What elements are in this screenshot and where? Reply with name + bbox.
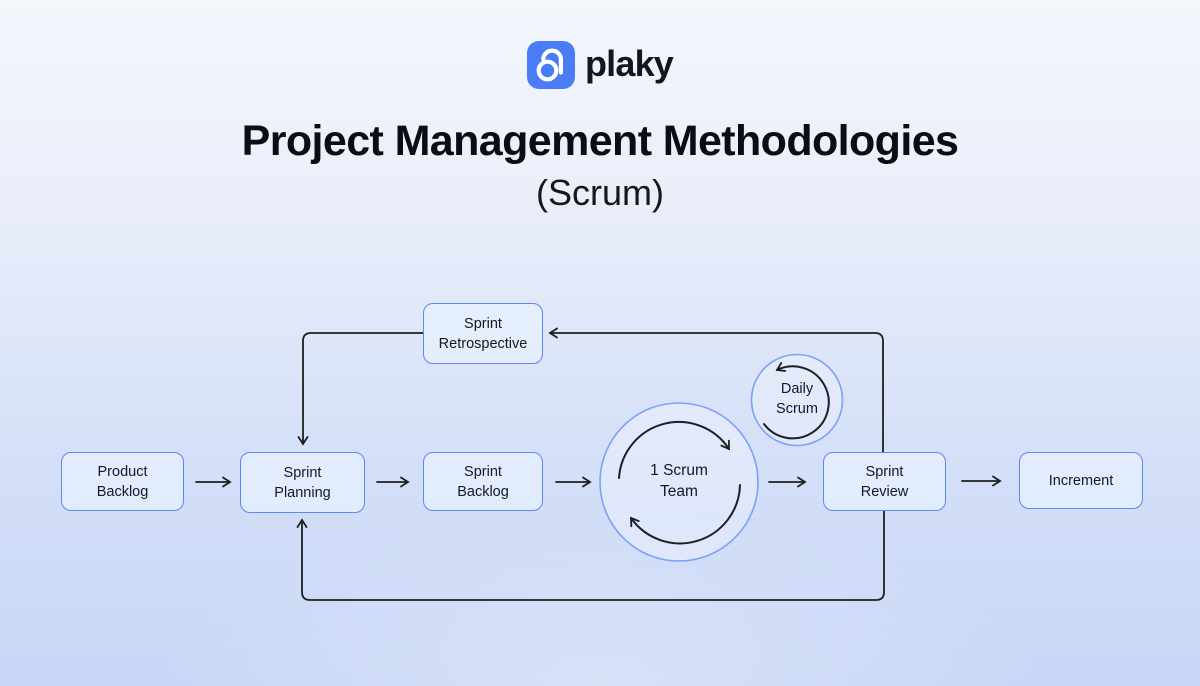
daily-scrum-arc	[763, 361, 830, 440]
scrum-cycle-arrows	[618, 361, 830, 545]
brand-logo: plaky	[0, 41, 1200, 89]
node-sprint-backlog: Sprint Backlog	[423, 452, 543, 511]
daily-scrum-label: Daily Scrum	[776, 381, 818, 417]
page-subtitle: (Scrum)	[536, 172, 664, 213]
page-title: Project Management Methodologies	[241, 117, 959, 165]
node-increment: Increment	[1019, 452, 1143, 509]
arrow-review-to-planning-loop	[296, 510, 885, 601]
arrow-review-to-retrospective	[548, 327, 884, 453]
node-sprint-review: Sprint Review	[823, 452, 946, 511]
cycle-arc-top	[618, 421, 730, 479]
node-product-backlog: Product Backlog	[61, 452, 184, 511]
brand-wordmark: plaky	[584, 43, 674, 84]
node-sprint-retrospective: Sprint Retrospective	[423, 303, 543, 364]
arrow-retrospective-to-planning	[297, 332, 424, 446]
plaky-logo-icon	[526, 41, 575, 89]
scrum-team-label: 1 Scrum Team	[650, 462, 708, 500]
node-sprint-planning: Sprint Planning	[240, 452, 365, 513]
cycle-arc-bottom	[630, 484, 741, 545]
flow-arrows	[195, 327, 1002, 601]
